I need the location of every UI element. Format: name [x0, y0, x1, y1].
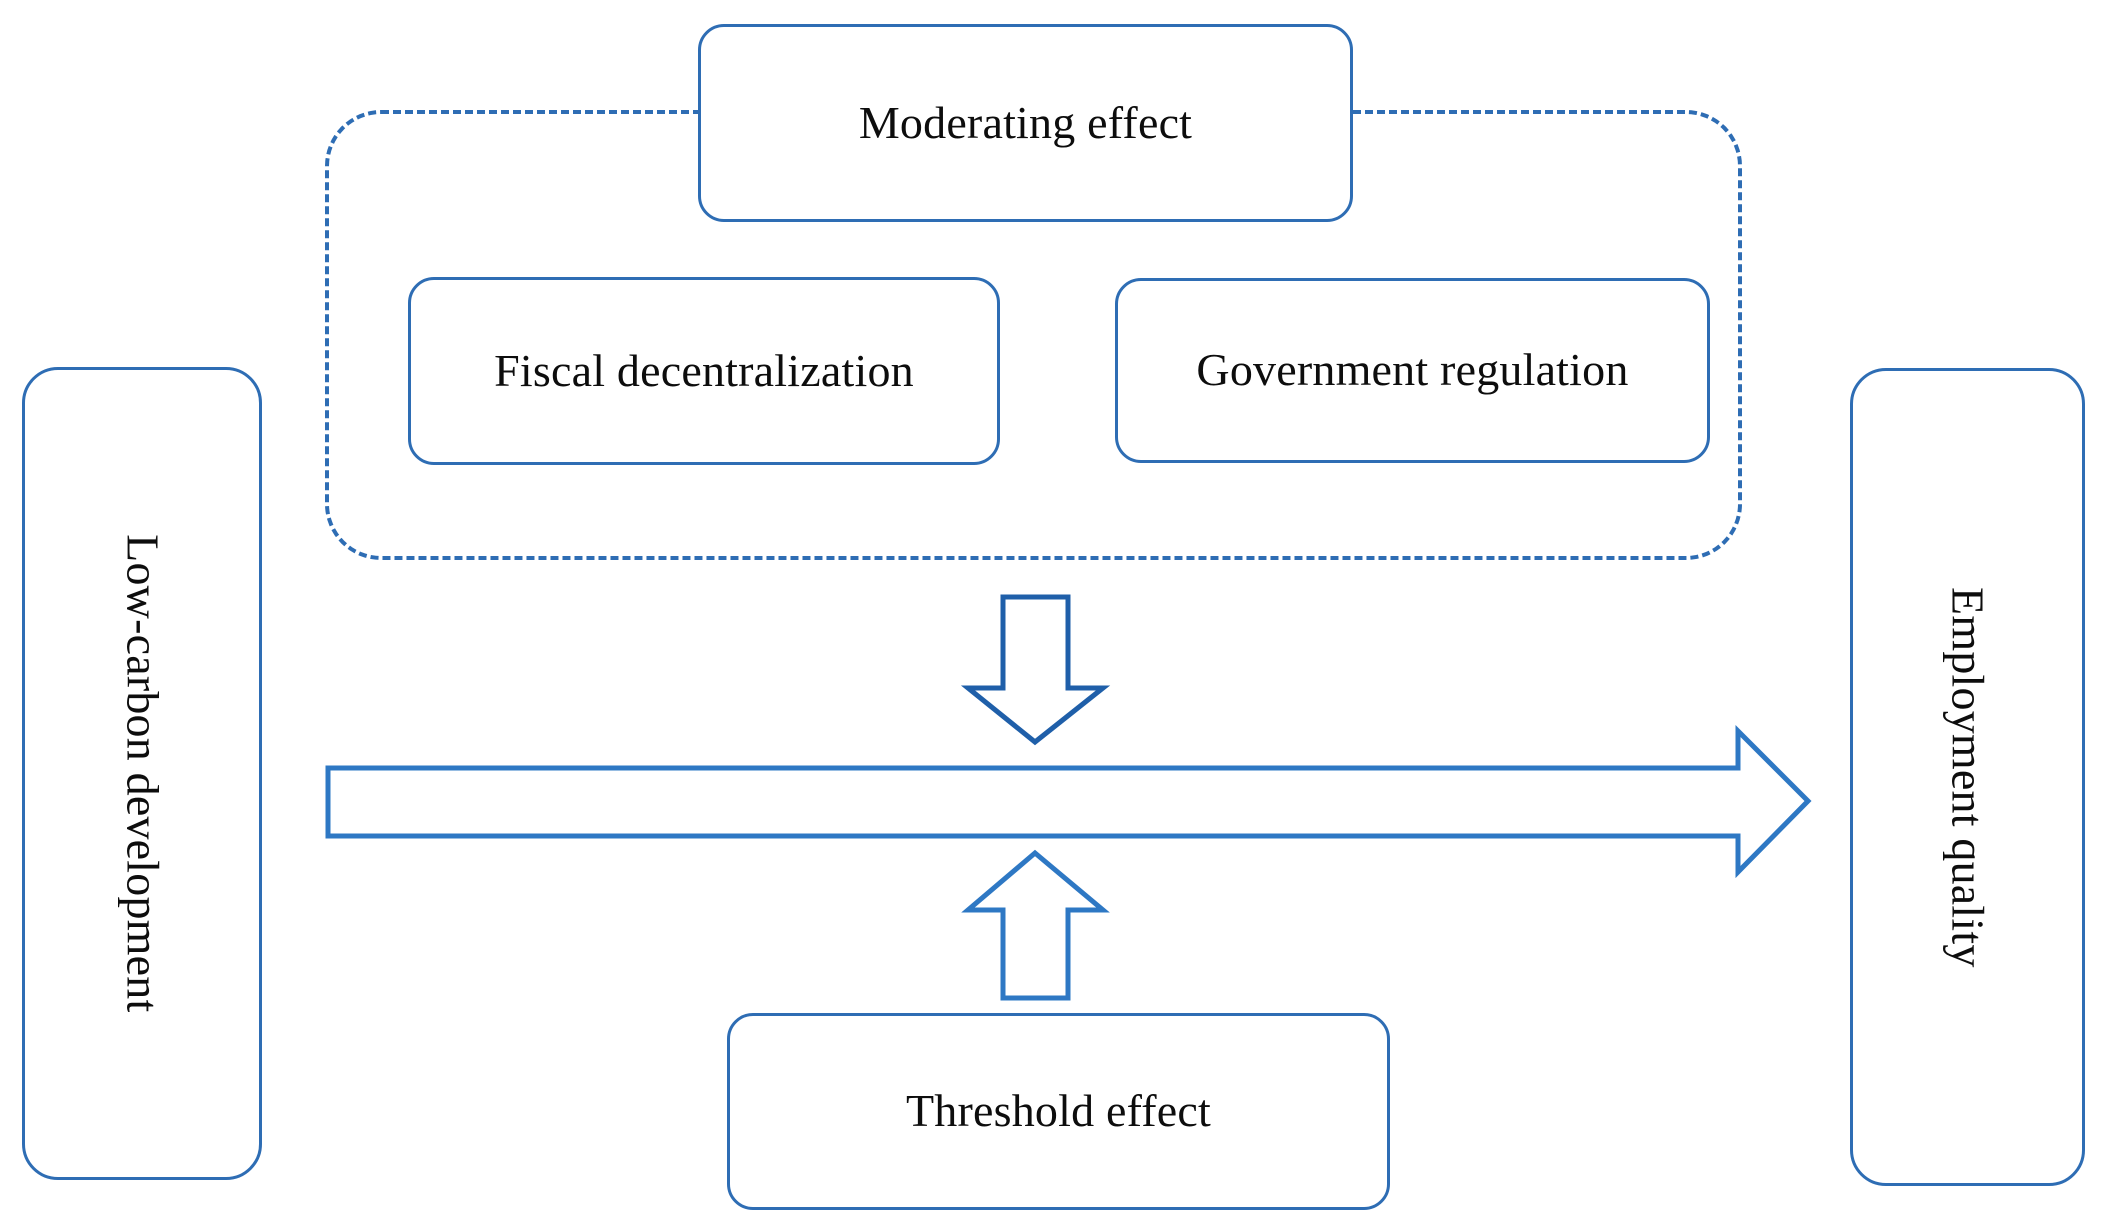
node-low-carbon-development-label: Low-carbon development	[117, 534, 169, 1013]
node-fiscal-decentralization[interactable]: Fiscal decentralization	[408, 277, 1000, 465]
arrow-down-icon	[960, 594, 1111, 746]
node-government-regulation-label: Government regulation	[1196, 344, 1629, 396]
arrow-up-icon	[961, 849, 1110, 1001]
node-threshold-effect[interactable]: Threshold effect	[727, 1013, 1390, 1210]
node-threshold-effect-label: Threshold effect	[905, 1085, 1212, 1137]
arrow-right-icon	[325, 724, 1812, 879]
node-low-carbon-development[interactable]: Low-carbon development	[22, 367, 262, 1180]
node-moderating-effect-label: Moderating effect	[858, 96, 1193, 148]
node-employment-quality[interactable]: Employment quality	[1850, 368, 2085, 1186]
node-employment-quality-label: Employment quality	[1942, 586, 1994, 968]
node-fiscal-decentralization-label: Fiscal decentralization	[494, 344, 914, 396]
node-government-regulation[interactable]: Government regulation	[1115, 278, 1710, 463]
node-moderating-effect[interactable]: Moderating effect	[698, 24, 1353, 222]
